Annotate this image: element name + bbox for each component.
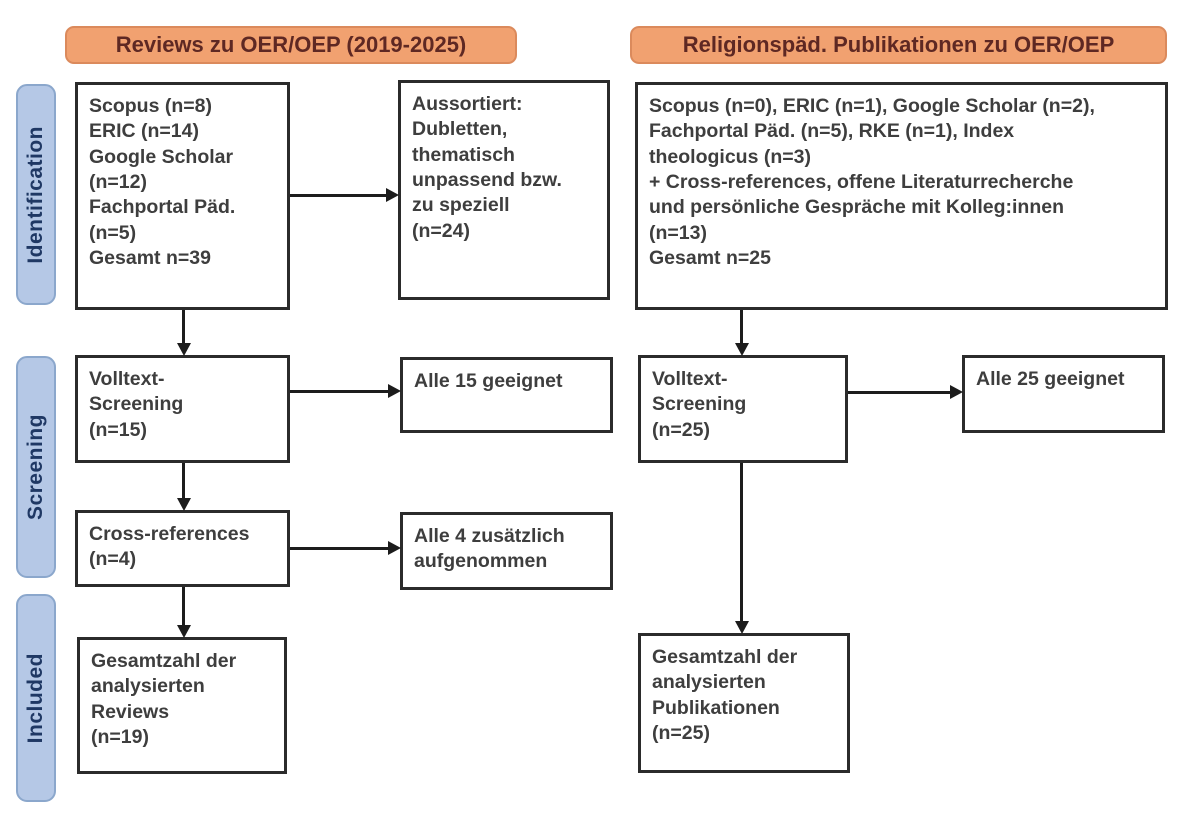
box-text-line: (n=15) (89, 418, 147, 441)
box-left-added: Alle 4 zusätzlich aufgenommen (400, 512, 613, 590)
box-text-line: (n=25) (652, 418, 710, 441)
column-header-religionspaed-label: Religionspäd. Publikationen zu OER/OEP (682, 32, 1115, 57)
box-right-all-eligible: Alle 25 geeignet (962, 355, 1165, 433)
box-text-line: + Cross-references, offene Literaturrech… (649, 171, 1074, 194)
box-text-line: (n=5) (89, 221, 137, 244)
box-text-line: unpassend bzw. (412, 169, 562, 192)
box-text-line: ERIC (n=14) (89, 120, 199, 143)
box-text-line: (n=4) (89, 548, 137, 571)
box-text-line: thematisch (412, 143, 515, 166)
box-text-line: Fachportal Päd. (n=5), RKE (n=1), Index (649, 120, 1015, 143)
stage-badge-screening-label: Screening (24, 413, 47, 521)
stage-badge-identification-label: Identification (24, 125, 47, 264)
box-left-sources: Scopus (n=8) ERIC (n=14)Google Scholar (n=… (75, 82, 290, 310)
box-left-excluded: Aussortiert: Dubletten,thematisch unpassen… (398, 80, 610, 300)
box-text-line: Publikationen (652, 696, 780, 719)
box-text-line: Gesamtzahl der (91, 650, 237, 672)
stage-badge-identification: Identification (16, 84, 56, 305)
box-left-cross-references: Cross-references (n=4) (75, 510, 290, 587)
box-text-line: Google Scholar (89, 145, 234, 168)
box-text-line: Scopus (n=8) (89, 95, 212, 117)
box-text-line: (n=13) (649, 221, 707, 244)
stage-badge-screening: Screening (16, 356, 56, 578)
box-text-line: (n=24) (412, 219, 470, 242)
box-text-line: Volltext- (652, 368, 728, 390)
box-text-line: Volltext- (89, 368, 165, 390)
box-text-line: theologicus (n=3) (649, 145, 811, 168)
column-header-reviews-label: Reviews zu OER/OEP (2019-2025) (115, 32, 467, 57)
box-right-sources: Scopus (n=0), ERIC (n=1), Google Scholar… (635, 82, 1168, 310)
box-left-fulltext-screening: Volltext- Screening(n=15) (75, 355, 290, 463)
box-text-line: und persönliche Gespräche mit Kolleg:inn… (649, 196, 1064, 219)
box-text-line: Alle 25 geeignet (976, 368, 1125, 390)
box-text-line: Aussortiert: (412, 93, 523, 115)
box-text-line: Scopus (n=0), ERIC (n=1), Google Scholar… (649, 95, 1095, 117)
box-text-line: (n=19) (91, 726, 149, 749)
column-header-reviews: Reviews zu OER/OEP (2019-2025) (65, 26, 517, 64)
box-text-line: aufgenommen (414, 550, 548, 573)
box-text-line: Dubletten, (412, 118, 508, 141)
column-header-religionspaed: Religionspäd. Publikationen zu OER/OEP (630, 26, 1167, 64)
stage-badge-included: Included (16, 594, 56, 802)
box-text-line: analysierten (91, 675, 205, 698)
box-text-line: Fachportal Päd. (89, 196, 236, 219)
box-text-line: Gesamt n=39 (89, 247, 211, 270)
box-text-line: (n=25) (652, 722, 710, 745)
box-text-line: zu speziell (412, 194, 510, 217)
box-text-line: analysierten (652, 671, 766, 694)
box-text-line: Gesamt n=25 (649, 247, 771, 270)
box-text-line: Cross-references (89, 523, 250, 545)
box-text-line: Reviews (91, 700, 170, 723)
box-text-line: Gesamtzahl der (652, 646, 798, 668)
box-text-line: Alle 15 geeignet (414, 370, 563, 392)
box-text-line: Screening (89, 393, 184, 416)
stage-badge-included-label: Included (24, 652, 47, 744)
box-text-line: (n=12) (89, 171, 147, 194)
box-text-line: Alle 4 zusätzlich (414, 525, 565, 547)
box-left-all-eligible: Alle 15 geeignet (400, 357, 613, 433)
box-text-line: Screening (652, 393, 747, 416)
box-right-fulltext-screening: Volltext- Screening(n=25) (638, 355, 848, 463)
